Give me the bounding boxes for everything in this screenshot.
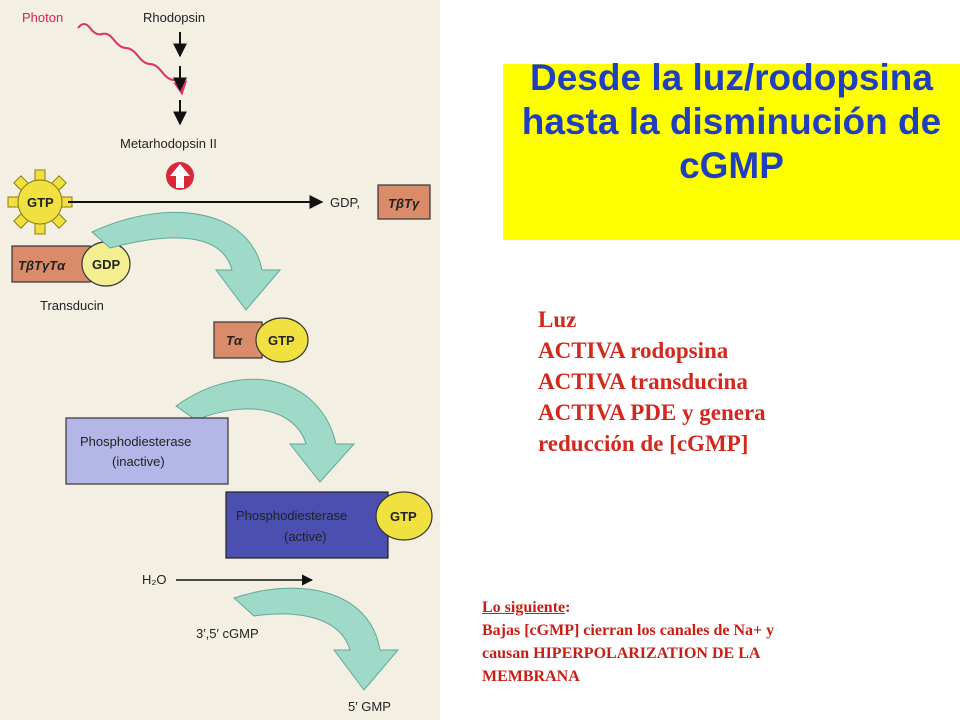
note-line: MEMBRANA — [482, 668, 580, 685]
page-title: Desde la luz/rodopsina hasta la disminuc… — [521, 57, 942, 186]
diagram-panel — [0, 0, 440, 720]
note-heading-colon: : — [565, 599, 571, 616]
next-step-note: Lo siguiente: Bajas [cGMP] cierran los c… — [482, 596, 952, 688]
t-alpha-label: Tα — [226, 333, 243, 348]
flow-arrow-transducin — [91, 211, 282, 311]
signaling-pathway-diagram: Photon Rhodopsin Metarhodopsin II — [7, 10, 433, 714]
gtp-alpha-label: GTP — [268, 333, 295, 348]
activation-up-arrow-icon — [166, 162, 194, 190]
flow-arrow-pde-activation — [175, 378, 356, 483]
gtp-pde-circle — [375, 491, 433, 541]
step-item: reducción de [cGMP] — [538, 431, 749, 456]
step-item: ACTIVA PDE y genera — [538, 400, 766, 425]
gdp-output-label: GDP, — [330, 195, 360, 210]
metarhodopsin-label: Metarhodopsin II — [120, 136, 217, 151]
pde-inactive-line2: (inactive) — [112, 454, 165, 469]
gtp-pde-label: GTP — [390, 509, 417, 524]
note-line: Bajas [cGMP] cierran los canales de Na+ … — [482, 622, 775, 639]
photon-wave-arrow — [77, 23, 188, 96]
title-highlight-box — [503, 64, 960, 240]
beta-gamma-label: TβTγ — [388, 196, 420, 211]
gdp-bound-label: GDP — [92, 257, 121, 272]
gmp-label: 5′ GMP — [348, 699, 391, 714]
pde-inactive-line1: Phosphodiesterase — [80, 434, 191, 449]
rhodopsin-label: Rhodopsin — [143, 10, 205, 25]
step-item: Luz — [538, 307, 577, 332]
cgmp-label: 3′,5′ cGMP — [196, 626, 259, 641]
note-heading: Lo siguiente — [482, 599, 566, 616]
note-line: causan HIPERPOLARIZATION DE LA — [482, 645, 761, 662]
pde-active-line2: (active) — [284, 529, 327, 544]
gtp-alpha-circle — [255, 317, 309, 363]
pde-active-box — [225, 491, 389, 559]
cascade-steps: Luz ACTIVA rodopsina ACTIVA transducina … — [538, 304, 948, 459]
transducin-label: Transducin — [40, 298, 104, 313]
photon-label: Photon — [22, 10, 63, 25]
gtp-gear-icon — [7, 169, 73, 235]
flow-arrow-hydrolysis — [233, 587, 400, 691]
step-item: ACTIVA rodopsina — [538, 338, 729, 363]
gtp-input-label: GTP — [27, 195, 54, 210]
pde-active-line1: Phosphodiesterase — [236, 508, 347, 523]
step-item: ACTIVA transducina — [538, 369, 748, 394]
transducin-complex-label: TβTγTα — [18, 258, 66, 273]
water-label: H₂O — [142, 572, 167, 587]
pde-inactive-box — [65, 417, 229, 485]
transducin-complex-box — [11, 245, 91, 283]
beta-gamma-subunit-box — [377, 184, 431, 220]
